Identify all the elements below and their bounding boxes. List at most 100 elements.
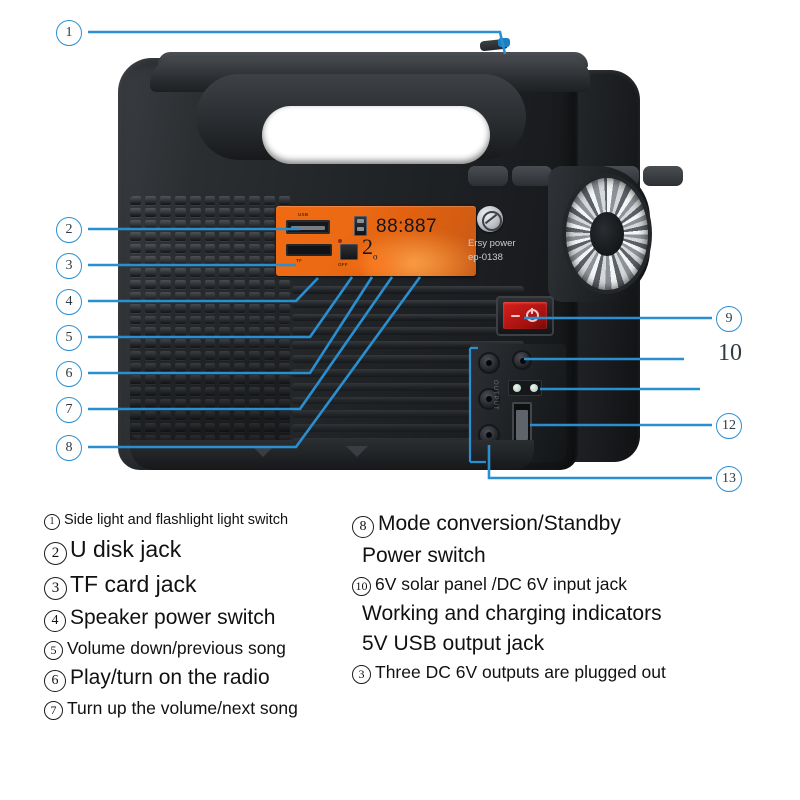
grille-slot [279, 363, 290, 373]
grille-slot [204, 231, 216, 241]
legend-item: Working and charging indicators [352, 602, 782, 626]
grille-row [130, 196, 290, 205]
base-foot-2 [346, 446, 368, 457]
grille-slot [204, 399, 216, 409]
grille-row [130, 339, 290, 349]
grille-row [130, 435, 290, 444]
legend-item-text: 5V USB output jack [362, 632, 545, 655]
solar-dc-input-jack[interactable] [512, 350, 532, 370]
speaker-power-switch[interactable] [340, 244, 358, 260]
grille-slot [234, 351, 246, 361]
grille-slot [130, 231, 141, 241]
grille-slot [264, 279, 276, 289]
usb-disk-jack[interactable] [286, 220, 330, 234]
body-rib [292, 299, 524, 308]
callout-leader-lines [88, 30, 712, 480]
grille-slot [234, 315, 246, 325]
body-rib [292, 424, 524, 433]
grille-slot [144, 423, 156, 433]
grille-slot [234, 423, 246, 433]
grille-row [130, 291, 290, 301]
grille-slot [189, 327, 201, 337]
grille-slot [130, 196, 141, 205]
grille-slot [144, 387, 156, 397]
dc-output-jack-2[interactable] [478, 388, 500, 410]
grille-slot [234, 303, 246, 313]
grille-slot [249, 267, 261, 277]
grille-slot [234, 291, 246, 301]
grille-slot [204, 423, 216, 433]
grille-row [130, 231, 290, 241]
leader-line-1 [88, 30, 507, 55]
callout-badge-13: 13 [716, 466, 742, 492]
grille-slot [219, 411, 231, 421]
grille-slot [234, 267, 246, 277]
grille-slot [174, 207, 186, 217]
grille-slot [234, 243, 246, 253]
grille-slot [219, 435, 231, 444]
control-panel[interactable]: USB TF OFF 2o 88:887 [276, 206, 476, 276]
grille-slot [174, 327, 186, 337]
side-light-switch-tip[interactable] [498, 38, 510, 47]
grille-slot [144, 435, 156, 444]
grille-slot [204, 375, 216, 385]
grille-slot [159, 291, 171, 301]
mode-button[interactable]: 2o [362, 234, 378, 262]
grille-slot [189, 231, 201, 241]
grille-slot [234, 363, 246, 373]
grille-slot [219, 375, 231, 385]
tf-card-jack[interactable] [286, 244, 332, 256]
grille-slot [264, 423, 276, 433]
grille-slot [219, 399, 231, 409]
grille-slot [174, 423, 186, 433]
product-illustration: USB TF OFF 2o 88:887 Ersy power ep-0138 [0, 0, 800, 500]
dc-output-jack-1[interactable] [478, 352, 500, 374]
grille-slot [249, 243, 261, 253]
grille-row [130, 279, 290, 289]
grille-slot [159, 243, 171, 253]
leader-line-13 [487, 445, 712, 480]
grille-slot [159, 315, 171, 325]
legend-item-number: 4 [44, 609, 66, 632]
grille-slot [264, 267, 276, 277]
grille-slot [159, 435, 171, 444]
usb-output-jack[interactable] [512, 402, 532, 448]
grille-slot [144, 315, 156, 325]
device-base [130, 440, 534, 470]
callout-badge-2: 2 [56, 217, 82, 243]
grille-slot [219, 196, 231, 205]
grille-slot [249, 315, 261, 325]
grille-slot [174, 231, 186, 241]
grille-slot [144, 411, 156, 421]
grille-slot [144, 291, 156, 301]
grille-row [130, 423, 290, 433]
grille-slot [204, 219, 216, 229]
grille-slot [219, 231, 231, 241]
grille-row [130, 375, 290, 385]
legend-item-number: 7 [44, 700, 63, 720]
grille-slot [204, 315, 216, 325]
grille-slot [159, 351, 171, 361]
callout-badge-7: 7 [56, 397, 82, 423]
grille-slot [264, 231, 276, 241]
main-power-switch[interactable] [503, 302, 547, 329]
grille-slot [234, 387, 246, 397]
callout-badge-8: 8 [56, 435, 82, 461]
grille-slot [159, 363, 171, 373]
grille-slot [279, 291, 290, 301]
charging-indicator-led [529, 384, 538, 392]
grille-slot [189, 399, 201, 409]
grille-slot [130, 303, 141, 313]
grille-slot [189, 291, 201, 301]
grille-slot [174, 315, 186, 325]
grille-slot [234, 339, 246, 349]
grille-slot [189, 243, 201, 253]
grille-slot [219, 243, 231, 253]
grille-slot [159, 423, 171, 433]
grille-slot [130, 387, 141, 397]
grille-slot [144, 243, 156, 253]
grille-slot [204, 267, 216, 277]
